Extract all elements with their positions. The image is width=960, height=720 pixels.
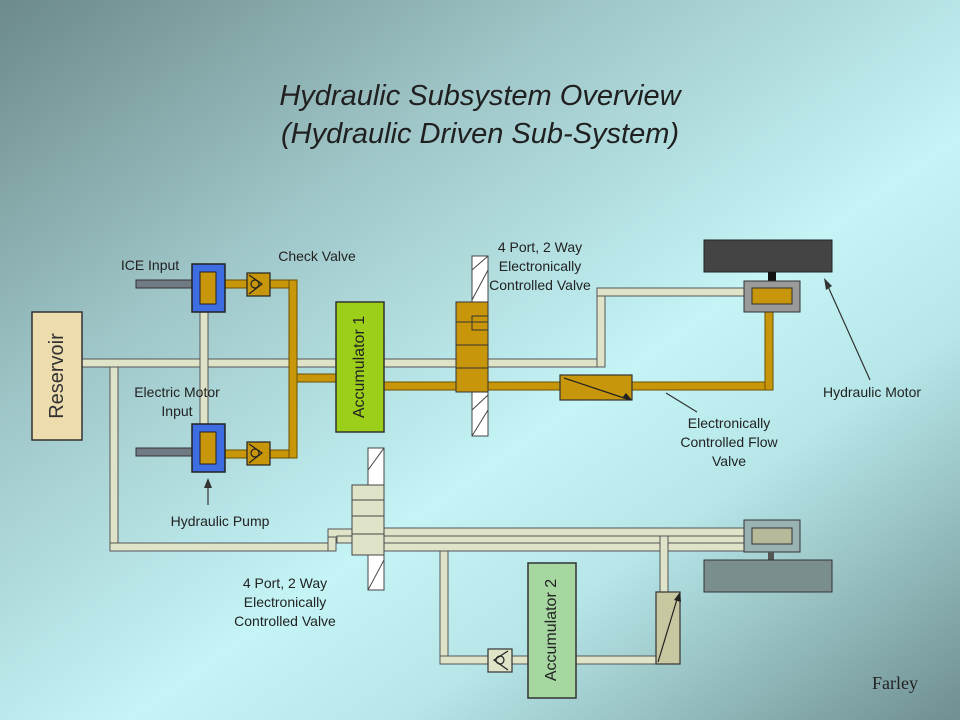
pump-electric bbox=[191, 423, 226, 473]
pump1-to-check bbox=[224, 279, 251, 289]
valve2-out-mid bbox=[336, 535, 748, 544]
title-line-2: (Hydraulic Driven Sub-System) bbox=[280, 118, 680, 150]
label-accumulator-1: Accumulator 1 bbox=[351, 315, 368, 419]
flow-to-motor bbox=[630, 381, 774, 391]
label-reservoir: Reservoir bbox=[46, 333, 68, 419]
valve2-out-bottom bbox=[383, 542, 747, 552]
label-electric-motor-input: Electric Motor Input bbox=[134, 384, 220, 419]
reservoir bbox=[31, 311, 83, 441]
valve-bottom bbox=[351, 447, 385, 591]
acc2-down-left bbox=[439, 550, 449, 665]
valve-to-flow bbox=[487, 381, 561, 391]
label-valve-top: 4 Port, 2 Way Electronically Controlled … bbox=[489, 239, 591, 293]
return-lines bbox=[81, 287, 748, 665]
reservoir-down-line bbox=[109, 366, 119, 552]
hydraulic-motor bbox=[703, 239, 833, 313]
check-valve-lower bbox=[487, 648, 513, 673]
label-valve-bottom: 4 Port, 2 Way Electronically Controlled … bbox=[234, 575, 336, 629]
label-hydraulic-pump: Hydraulic Pump bbox=[170, 513, 270, 529]
flow-valve-lower bbox=[655, 591, 681, 665]
valve2-out-top bbox=[383, 527, 747, 537]
motor-riser bbox=[764, 309, 774, 391]
check-valve-bottom bbox=[246, 441, 271, 466]
acc2-right-riser bbox=[659, 535, 669, 601]
title-line-1: Hydraulic Subsystem Overview bbox=[279, 80, 681, 112]
label-accumulator-2: Accumulator 2 bbox=[543, 578, 560, 682]
label-check-valve: Check Valve bbox=[278, 248, 356, 264]
check-valve-top bbox=[246, 272, 271, 297]
accumulator-1 bbox=[335, 301, 385, 433]
label-ice-input: ICE Input bbox=[120, 257, 180, 273]
check-collector bbox=[288, 279, 298, 459]
pump2-to-check bbox=[224, 449, 251, 459]
accumulator-2 bbox=[527, 562, 577, 699]
flow-valve-pointer bbox=[665, 392, 698, 413]
pump-ice bbox=[191, 263, 226, 313]
label-flow-valve: Electronically Controlled Flow Valve bbox=[680, 415, 778, 469]
author-credit: Farley bbox=[872, 673, 918, 693]
label-hydraulic-motor: Hydraulic Motor bbox=[822, 384, 922, 400]
bottom-motor bbox=[703, 519, 833, 593]
to-accumulator bbox=[296, 373, 338, 383]
return-top bbox=[596, 287, 748, 297]
acc-to-valve bbox=[383, 381, 459, 391]
return-riser bbox=[596, 287, 606, 368]
reservoir-bottom-line bbox=[109, 542, 333, 552]
flow-valve bbox=[559, 374, 633, 401]
acc2-bottom-left bbox=[439, 655, 489, 665]
ice-shaft bbox=[135, 279, 194, 289]
valve-top bbox=[455, 255, 489, 437]
hydraulic-motor-pointer bbox=[825, 281, 871, 381]
electric-shaft bbox=[135, 447, 194, 457]
